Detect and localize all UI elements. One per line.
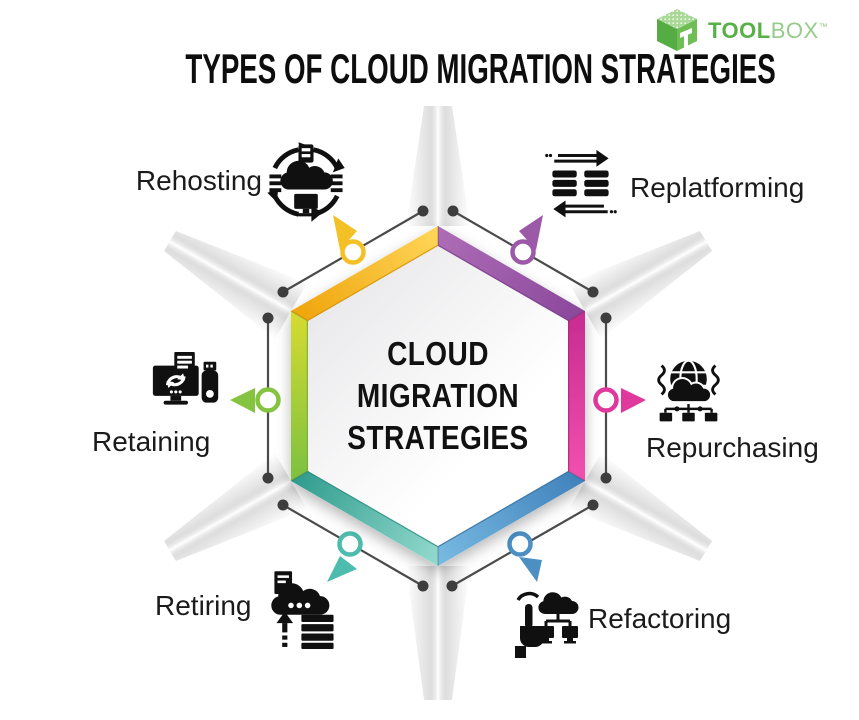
pointer-arrow: [333, 215, 357, 250]
hexagon-center-label: CLOUD MIGRATION STRATEGIES: [336, 333, 540, 459]
pointer-arrow: [230, 388, 255, 413]
node-ring: [340, 239, 366, 265]
monitor-sync-usb-icon: [152, 351, 219, 405]
page-title: TYPES OF CLOUD MIGRATION STRATEGIES: [185, 45, 776, 92]
hex-edge-retaining: [291, 311, 308, 481]
cloud-sync-devices-icon: [267, 142, 345, 222]
replatforming-label: Replatforming: [630, 172, 805, 203]
node-ring: [255, 387, 281, 413]
brand-light-text: BOX: [770, 18, 819, 43]
brand-wordmark: TOOLBOX™: [708, 18, 828, 44]
brand-trademark: ™: [818, 21, 829, 32]
brand-bold-text: TOOL: [708, 18, 771, 43]
hand-tap-cloud-monitors-icon: [515, 591, 579, 658]
hex-edge-repurchasing: [568, 311, 585, 481]
connector-top-left: [277, 205, 429, 298]
brand-logo: TOOLBOX™: [652, 6, 852, 56]
connector-right: [593, 312, 646, 484]
pointer-arrow: [519, 557, 542, 582]
center-label-line: STRATEGIES: [347, 419, 529, 456]
node-ring: [593, 387, 619, 413]
connector-bottom-left: [277, 499, 429, 592]
toolbox-cube-icon: [657, 9, 697, 51]
node-ring: [507, 531, 533, 557]
hex-edge-refactoring: [438, 471, 585, 566]
hex-edge-rehosting: [291, 226, 438, 321]
connector-left: [230, 312, 281, 484]
globe-cloud-network-icon: [657, 359, 720, 422]
center-hexagon: [290, 226, 586, 566]
connector-bottom-right: [446, 499, 599, 592]
repurchasing-label: Repurchasing: [646, 432, 819, 463]
center-label-line: CLOUD: [387, 335, 489, 372]
pointer-arrow: [327, 556, 357, 582]
center-label-line: MIGRATION: [356, 377, 520, 414]
hex-edge-replatforming: [438, 226, 585, 321]
node-ring: [510, 239, 536, 265]
retiring-label: Retiring: [155, 590, 252, 621]
rehosting-label: Rehosting: [135, 165, 262, 196]
cloud-upload-server-icon: [271, 571, 334, 649]
connector-rails: [230, 205, 646, 592]
server-stacks-transfer-icon: [545, 149, 617, 218]
refactoring-label: Refactoring: [588, 603, 732, 634]
connector-top-right: [447, 205, 599, 298]
retaining-label: Retaining: [92, 426, 211, 457]
hexagon-inner-face: [308, 246, 568, 546]
node-ring: [337, 531, 363, 557]
pointer-arrow: [621, 388, 646, 413]
pointer-arrow: [519, 215, 543, 250]
background-fold-rays: [164, 106, 712, 700]
hex-edge-retiring: [291, 471, 438, 566]
